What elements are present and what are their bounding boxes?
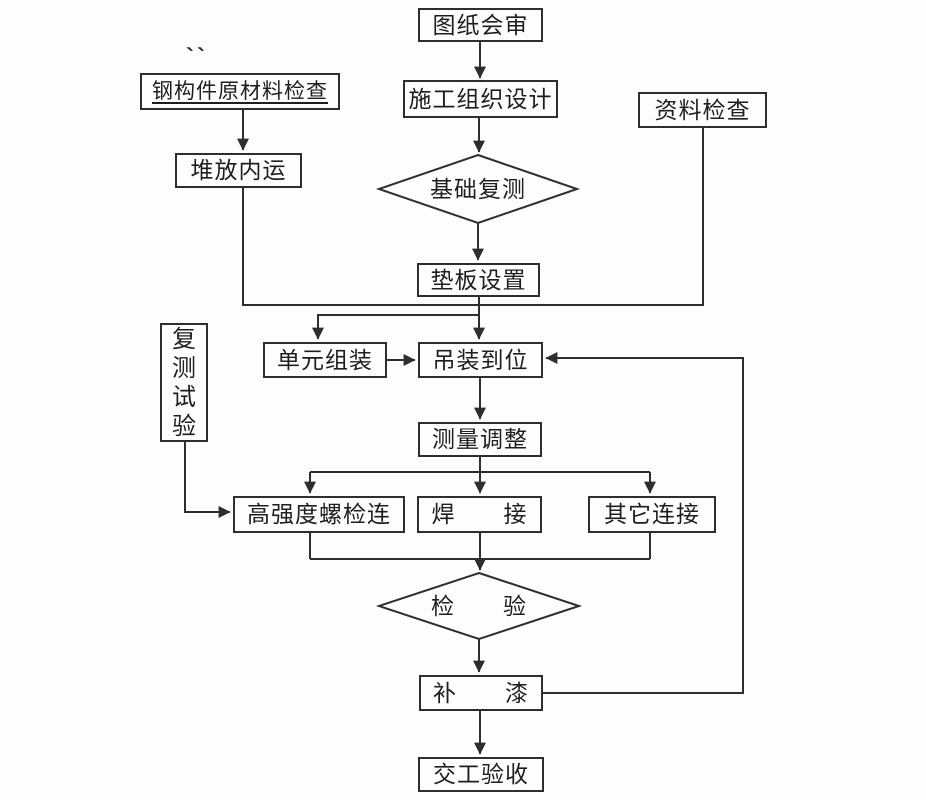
node-unit-assembly: 单元组装 (263, 342, 387, 378)
node-measurement-adjustment: 测量调整 (418, 422, 542, 457)
inspection-diamond (375, 571, 583, 641)
edge-branch-to-unit (312, 314, 479, 340)
node-pad-setting: 垫板设置 (417, 263, 540, 297)
node-other-connection: 其它连接 (588, 496, 716, 533)
node-construction-org-design: 施工组织设计 (403, 80, 558, 118)
node-stacking-transport: 堆放内运 (175, 153, 302, 188)
node-drawing-review: 图纸会审 (418, 8, 543, 42)
foundation-recheck-diamond (375, 153, 581, 225)
node-foundation-recheck-label: 基础复测 (430, 176, 526, 202)
edge-retest-to-bolt (184, 442, 231, 518)
node-touch-up-paint: 补 漆 (419, 675, 543, 711)
node-raw-material-check: 钢构件原材料检查 (140, 73, 340, 110)
tick-marks: `` (186, 44, 208, 71)
node-inspection-label: 检 验 (431, 593, 527, 619)
node-retest-experiment: 复测试验 (160, 323, 208, 442)
node-hoisting-in-place: 吊装到位 (418, 342, 543, 378)
node-handover-acceptance: 交工验收 (418, 757, 544, 792)
node-high-strength-bolt-connection: 高强度螺检连 (233, 496, 405, 533)
node-data-check: 资料检查 (638, 92, 767, 128)
edge-paint-feedback-to-hoist (543, 352, 744, 694)
node-welding: 焊 接 (417, 496, 542, 533)
edge-merge-bus (242, 128, 704, 306)
